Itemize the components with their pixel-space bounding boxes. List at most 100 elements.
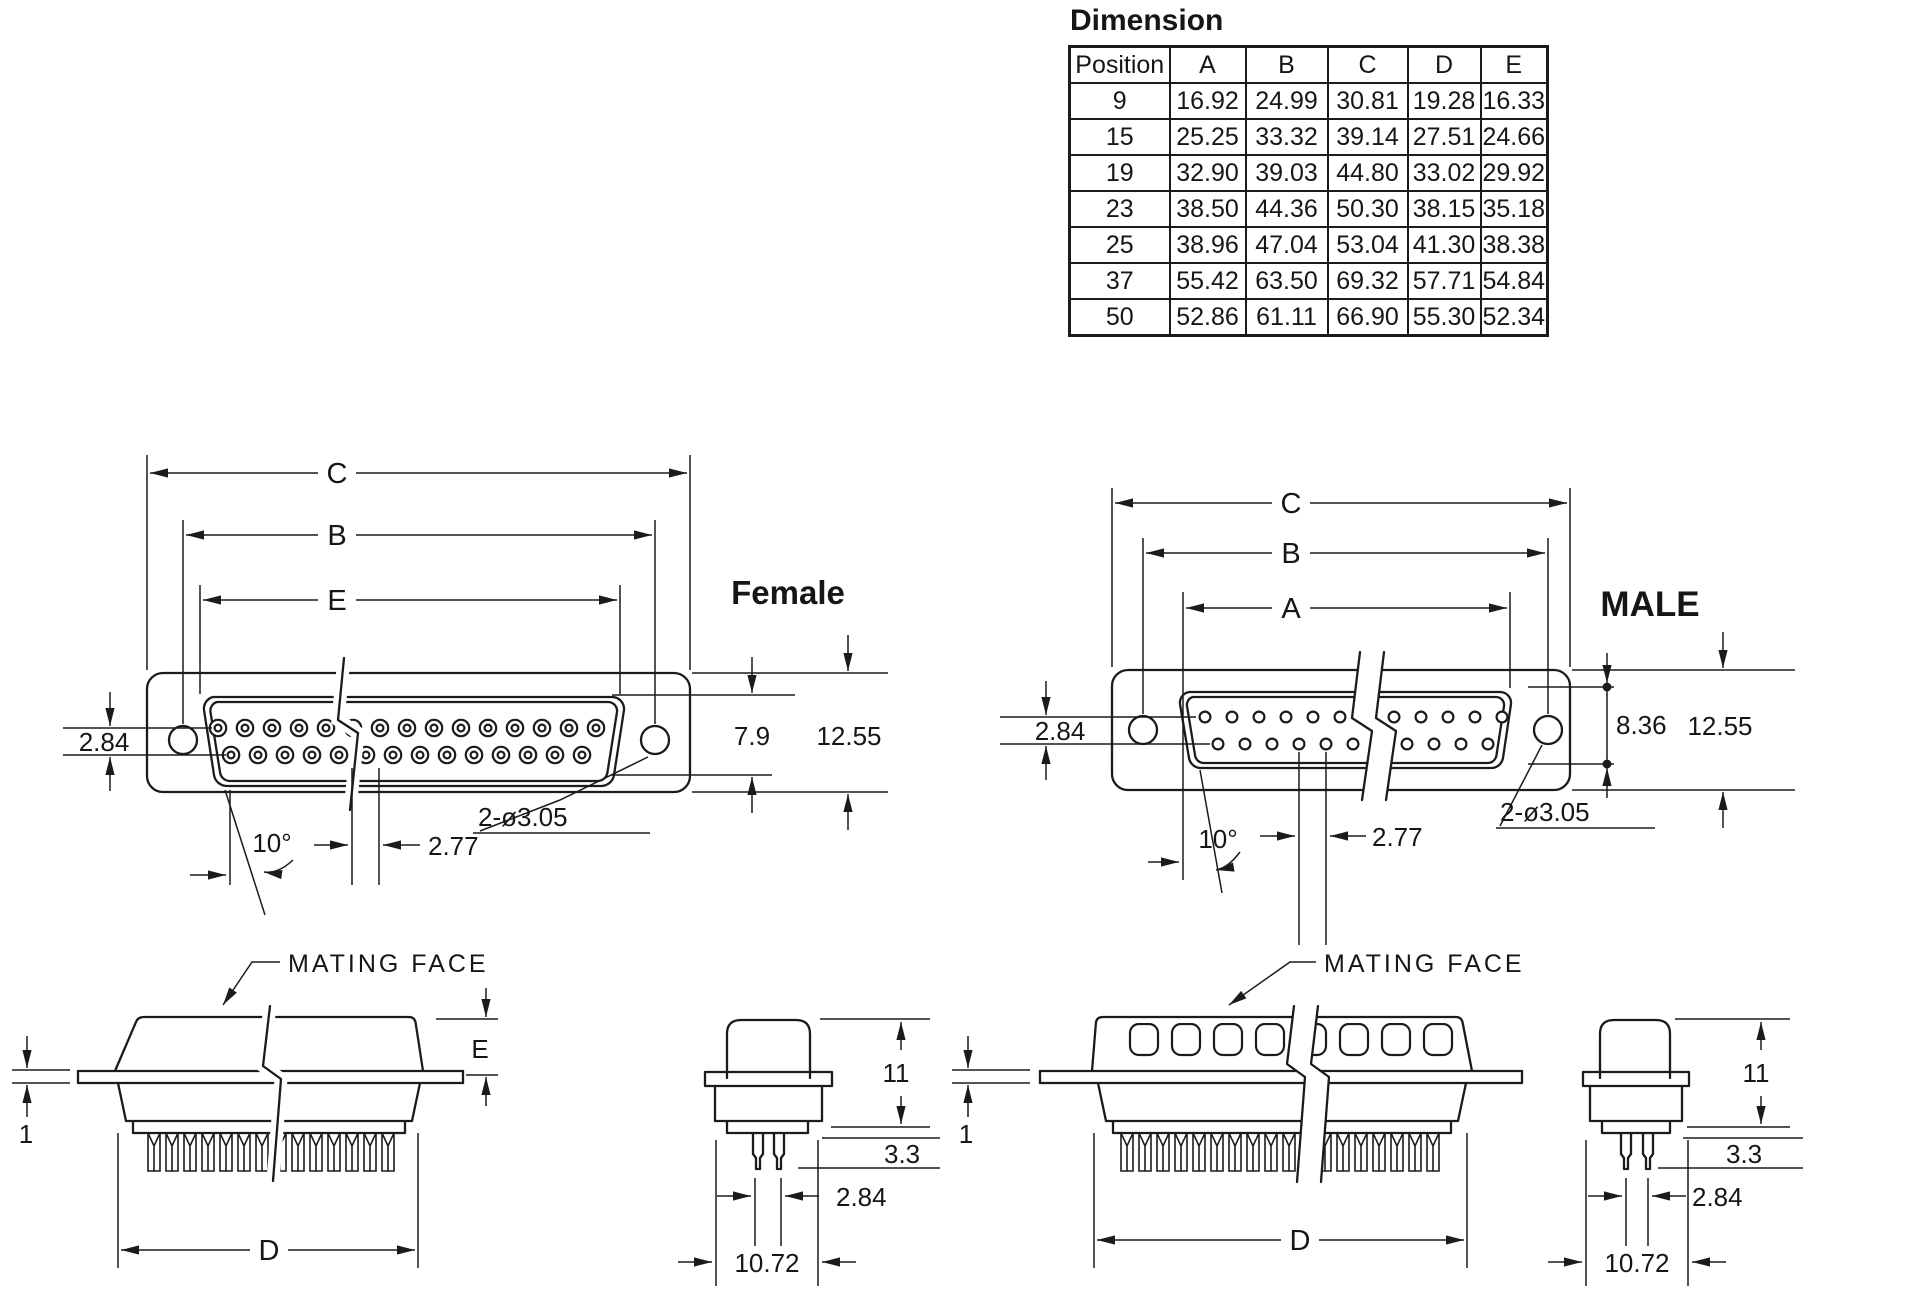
cell-position: 19 (1068, 154, 1171, 192)
cell-d: 33.02 (1406, 154, 1482, 192)
table-header-row: Position A B C D E (1068, 45, 1549, 84)
female-mating-face-label: MATING FACE (288, 950, 489, 978)
male-shell-height-label: 12.55 (1687, 711, 1752, 741)
male-side-solder-pins (1118, 1133, 1442, 1173)
male-end-dim-height: 11 (1675, 1018, 1790, 1128)
female-shell-height-label: 12.55 (816, 721, 881, 751)
female-draft-angle-label: 10° (252, 828, 291, 858)
cell-a: 55.42 (1168, 262, 1247, 300)
table-row: 19 32.90 39.03 44.80 33.02 29.92 (1068, 154, 1549, 192)
male-mating-face-callout: MATING FACE (1228, 950, 1522, 1006)
female-end-dim-tail: 3.3 (798, 1137, 940, 1169)
female-draft-angle: 10° (190, 789, 294, 916)
cell-c: 69.32 (1326, 262, 1409, 300)
cell-e: 29.92 (1479, 154, 1549, 192)
dimension-table-grid: Position A B C D E 9 16.92 24.99 30.81 1… (1068, 45, 1549, 337)
table-row: 25 38.96 47.04 53.04 41.30 38.38 (1068, 226, 1549, 264)
female-end-view: 11 3.3 2.84 10.72 (678, 1018, 940, 1286)
female-end-pin-1 (751, 1131, 765, 1171)
male-d-insert-outer (1178, 690, 1513, 770)
male-end-body (1588, 1084, 1684, 1123)
male-end-cap (1598, 1018, 1672, 1080)
female-end-width-label: 10.72 (734, 1248, 799, 1278)
cell-c: 53.04 (1326, 226, 1409, 264)
male-dim-a-label: A (1281, 593, 1301, 625)
cell-a: 16.92 (1168, 82, 1247, 120)
male-side-dim-d: D (1093, 1133, 1468, 1268)
male-end-pin-2 (1641, 1131, 1655, 1171)
female-view-title: Female (731, 574, 845, 611)
cell-position: 37 (1068, 262, 1171, 300)
female-side-break-line (261, 1004, 283, 1183)
male-draft-angle: 10° (1148, 769, 1241, 894)
female-d-insert-outer (202, 695, 626, 788)
female-insert-height-label: 7.9 (734, 721, 770, 751)
female-break-line (336, 656, 360, 812)
female-dim-b-label: B (327, 520, 346, 552)
male-break-mask (1352, 652, 1396, 800)
female-side-d-label: D (259, 1235, 280, 1267)
female-front-view: C B E 2.84 (63, 455, 888, 916)
male-draft-angle-label: 10° (1198, 824, 1237, 854)
female-side-flange-label: 1 (19, 1119, 33, 1149)
cell-e: 38.38 (1479, 226, 1549, 264)
male-end-pin-pitch-label: 2.84 (1692, 1182, 1743, 1212)
male-d-insert-inner (1185, 695, 1506, 765)
female-end-pin-pitch-label: 2.84 (836, 1182, 887, 1212)
female-side-dim-e: E (436, 988, 498, 1106)
male-dim-b-label: B (1281, 538, 1300, 570)
female-side-body-top (113, 1015, 425, 1073)
female-side-insulator-step (131, 1119, 407, 1135)
female-mounting-hole-right (639, 724, 671, 756)
female-end-cap (725, 1018, 812, 1080)
male-view-title: MALE (1600, 585, 1699, 624)
cell-d: 38.15 (1406, 190, 1482, 228)
male-pitch-label: 2.77 (1372, 822, 1423, 852)
cell-b: 39.03 (1244, 154, 1329, 192)
female-dim-shell-height: 12.55 (692, 635, 888, 830)
cell-b: 24.99 (1244, 82, 1329, 120)
col-header-c: C (1326, 45, 1409, 84)
female-dim-pitch: 2.77 (314, 768, 479, 885)
cell-b: 47.04 (1244, 226, 1329, 264)
cell-position: 25 (1068, 226, 1171, 264)
female-side-e-label: E (471, 1034, 488, 1064)
table-row: 50 52.86 61.11 66.90 55.30 52.34 (1068, 298, 1549, 337)
cell-position: 15 (1068, 118, 1171, 156)
male-dim-shell-height: 12.55 (1572, 632, 1795, 828)
male-end-dim-pin-pitch: 2.84 (1588, 1178, 1743, 1246)
male-end-pin-1 (1619, 1131, 1633, 1171)
cell-b: 63.50 (1244, 262, 1329, 300)
table-row: 37 55.42 63.50 69.32 57.71 54.84 (1068, 262, 1549, 300)
female-end-dim-pin-pitch: 2.84 (717, 1178, 887, 1246)
cell-d: 41.30 (1406, 226, 1482, 264)
male-end-view: 11 3.3 2.84 10.72 (1548, 1018, 1803, 1286)
cell-a: 52.86 (1168, 298, 1247, 337)
male-hole-callout-label: 2-ø3.05 (1500, 797, 1590, 827)
table-title: Dimension (1070, 4, 1224, 37)
female-dim-row-offset: 2.84 (63, 692, 226, 791)
male-end-dim-tail: 3.3 (1658, 1137, 1803, 1169)
female-end-dim-height: 11 (820, 1018, 930, 1128)
male-break-line-left (1350, 650, 1374, 802)
male-row-offset-label: 2.84 (1035, 716, 1086, 746)
cell-c: 66.90 (1326, 298, 1409, 337)
cell-e: 16.33 (1479, 82, 1549, 120)
female-side-dim-d: D (117, 1133, 419, 1268)
female-end-height-label: 11 (883, 1058, 910, 1088)
col-header-d: D (1406, 45, 1482, 84)
male-break-line-right (1374, 650, 1398, 802)
col-header-position: Position (1068, 45, 1171, 84)
male-side-flange-label: 1 (959, 1119, 973, 1149)
male-contact-span-label: 8.36 (1616, 710, 1667, 740)
cell-d: 57.71 (1406, 262, 1482, 300)
table-row: 15 25.25 33.32 39.14 27.51 24.66 (1068, 118, 1549, 156)
cell-d: 27.51 (1406, 118, 1482, 156)
female-pitch-label: 2.77 (428, 831, 479, 861)
female-mating-face-callout: MATING FACE (222, 950, 489, 1006)
male-dim-c: C (1111, 488, 1571, 667)
cell-e: 35.18 (1479, 190, 1549, 228)
male-end-dim-width: 10.72 (1548, 1140, 1726, 1286)
female-end-step (725, 1119, 810, 1135)
